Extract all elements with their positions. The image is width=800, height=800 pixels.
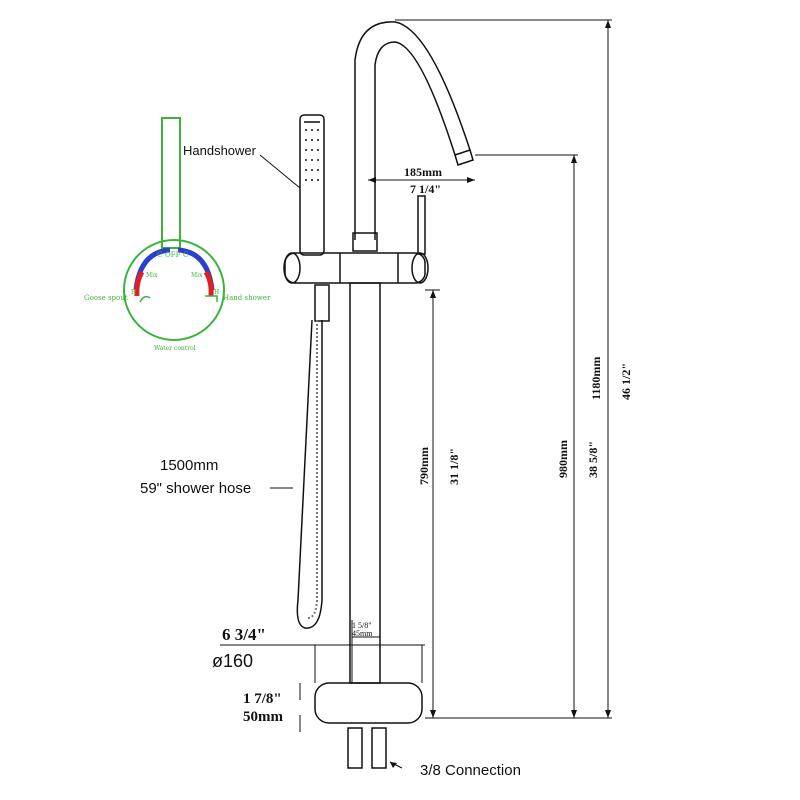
dimension-lines (220, 19, 612, 769)
base-diameter-in: 6 3/4" (222, 625, 266, 644)
spout-icon (139, 295, 151, 303)
mixer-body (284, 252, 426, 284)
base-height-mm: 50mm (243, 709, 283, 725)
hot-arc-right (203, 270, 214, 297)
control-handle-outline (161, 117, 181, 249)
mixer-cap-left (283, 252, 301, 284)
connection-label: 3/8 Connection (420, 762, 521, 779)
control-h-left: H (131, 289, 136, 296)
handshower-body (299, 114, 325, 256)
spout-height-in: 38 5/8" (586, 441, 600, 478)
shower-hose (296, 319, 323, 629)
handshower-icon (205, 295, 218, 302)
spout-reach-mm: 185mm (404, 165, 442, 179)
control-mix-left: Mix (146, 272, 158, 279)
shower-hose-braid (307, 320, 318, 619)
floor-base (314, 682, 423, 724)
hot-arc-left (134, 270, 145, 297)
control-c-right: C (183, 251, 188, 259)
spout-height-mm: 980mm (556, 440, 570, 478)
control-h-right: H (214, 289, 219, 296)
hose-length-mm: 1500mm (160, 457, 218, 474)
control-off: OFF (165, 251, 181, 259)
spout-reach-in: 7 1/4" (410, 182, 441, 196)
hose-length-in: 59" shower hose (140, 480, 251, 497)
faucet-body (283, 21, 474, 769)
connection-right (371, 727, 387, 769)
dimension-arrows (368, 20, 611, 768)
handshower-label: Handshower (183, 143, 257, 158)
pipe-diameter-in: 1 5/8" (352, 621, 372, 630)
base-height-in: 1 7/8" (243, 691, 282, 707)
spout-outer (354, 21, 471, 240)
handshower-spray-holes (305, 129, 319, 181)
control-c-left: C (157, 251, 162, 259)
spout-inner (374, 41, 456, 240)
control-dial-ring (123, 239, 226, 341)
water-control-diagram: C OFF C Mix Mix H H Goose spout Hand sho… (84, 117, 271, 352)
control-mix-right: Mix (191, 272, 203, 279)
pipe-diameter-mm: 45mm (352, 629, 373, 638)
hand-shower-label: Hand shower (223, 294, 271, 302)
connection-left (347, 727, 363, 769)
base-diameter-mm: ø160 (212, 651, 253, 671)
handle-height-in: 31 1/8" (447, 448, 461, 485)
lever-handle (417, 195, 426, 255)
water-control-caption: Water control (154, 345, 196, 352)
total-height-mm: 1180mm (589, 357, 603, 400)
handle-height-mm: 790mm (417, 447, 431, 485)
total-height-in: 46 1/2" (619, 363, 633, 400)
mixer-cap-right (411, 252, 429, 284)
hose-fitting (314, 284, 330, 322)
spout-collar (352, 232, 378, 252)
spout-tip (454, 149, 474, 166)
goose-spout-label: Goose spout (84, 294, 128, 302)
